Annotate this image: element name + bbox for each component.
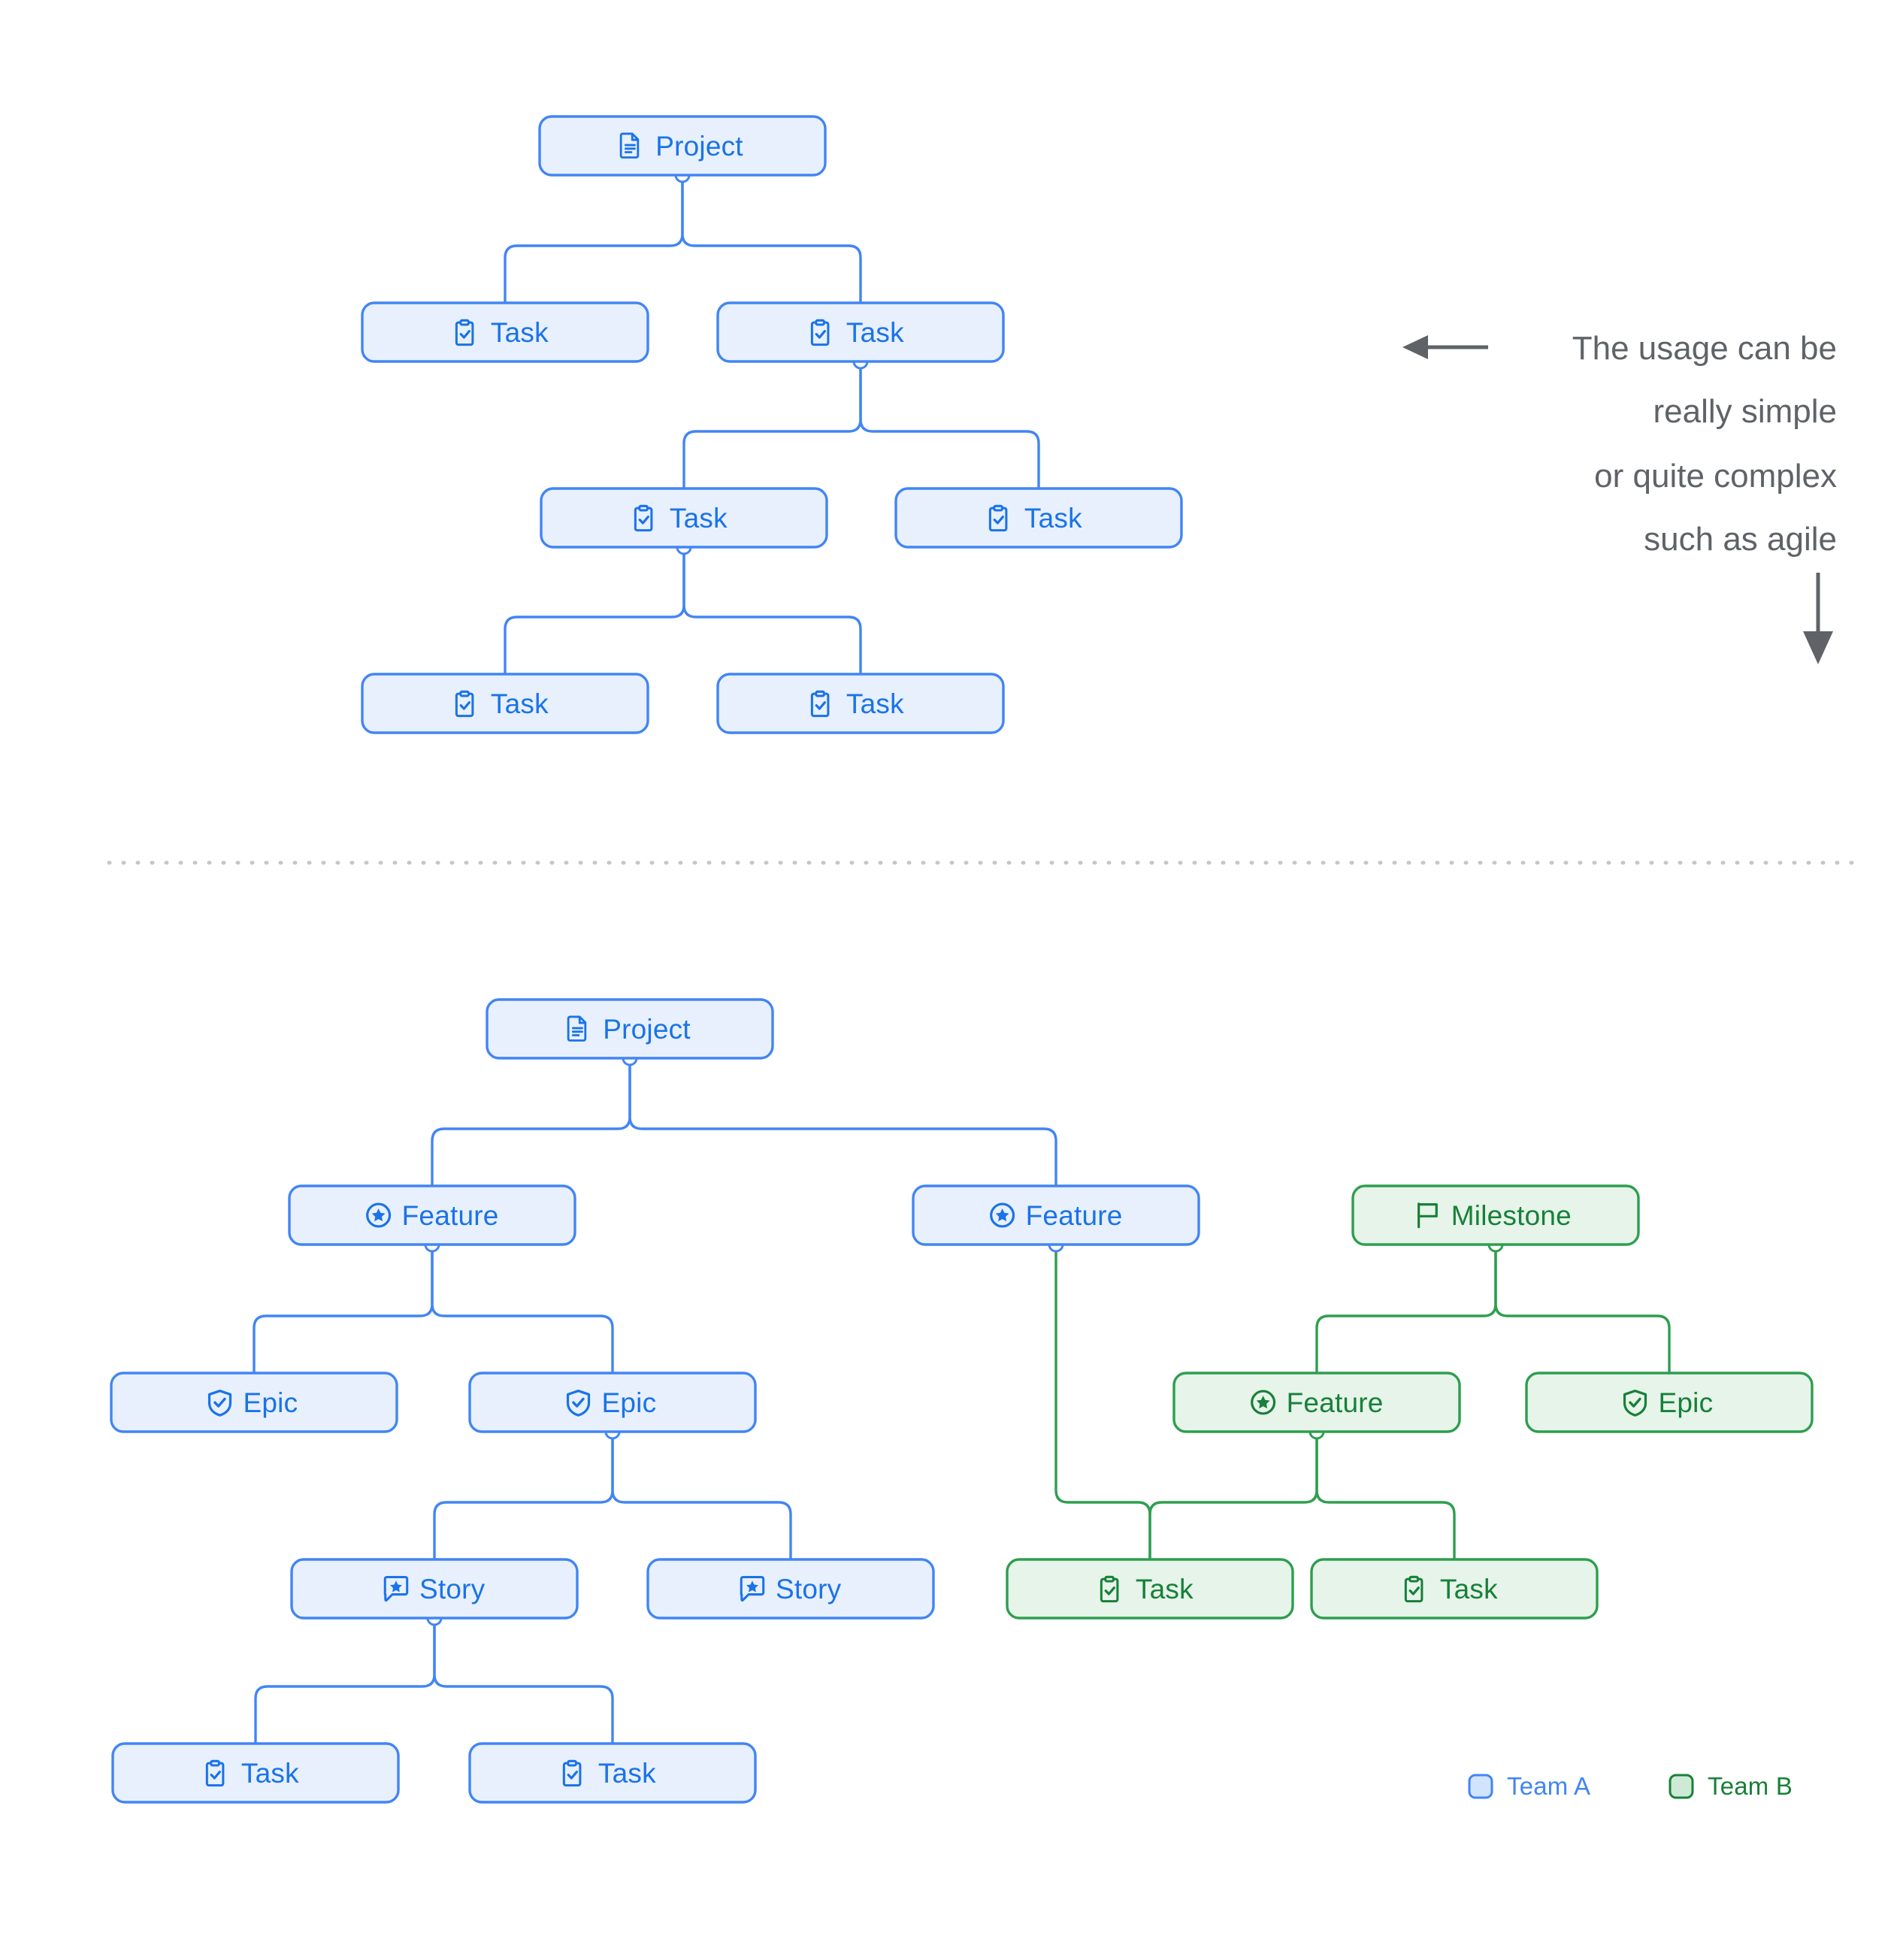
connector-edge — [628, 1058, 1057, 1186]
node-body[interactable] — [110, 1372, 398, 1433]
node-label: Task — [670, 503, 728, 534]
connector-edge — [1494, 1245, 1671, 1373]
node-project[interactable]: Project — [538, 115, 827, 177]
legend-label-team-a: Team A — [1507, 1772, 1590, 1800]
node-label: Task — [491, 688, 549, 719]
node-body[interactable] — [1172, 1372, 1461, 1433]
node-label: Task — [1440, 1574, 1498, 1605]
node-body[interactable] — [646, 1558, 935, 1620]
node-label: Epic — [602, 1387, 657, 1418]
node-task[interactable]: Task — [361, 673, 649, 734]
connector-edge — [253, 1245, 434, 1373]
node-task[interactable]: Task — [1310, 1558, 1599, 1620]
node-feature[interactable]: Feature — [912, 1184, 1200, 1246]
connector-edge — [1315, 1245, 1497, 1373]
node-body[interactable] — [716, 673, 1005, 734]
connector-edge — [254, 1618, 436, 1744]
node-body[interactable] — [468, 1372, 757, 1433]
node-story[interactable]: Story — [290, 1558, 579, 1620]
node-task[interactable]: Task — [716, 301, 1005, 363]
legend-item-team-a[interactable]: Team A — [1468, 1772, 1590, 1800]
node-label: Epic — [244, 1387, 298, 1418]
annotation-line-4: such as agile — [1644, 521, 1837, 558]
connector-edge — [859, 361, 1040, 488]
node-label: Project — [603, 1014, 691, 1045]
node-label: Task — [241, 1758, 299, 1789]
legend-label-team-b: Team B — [1708, 1772, 1793, 1800]
node-body[interactable] — [290, 1558, 579, 1620]
node-body[interactable] — [540, 487, 828, 549]
connector-edge — [504, 175, 684, 303]
node-label: Task — [598, 1758, 656, 1789]
connector-edge — [1148, 1432, 1318, 1559]
node-epic[interactable]: Epic — [110, 1372, 398, 1433]
node-label: Project — [655, 131, 743, 162]
node-label: Feature — [1026, 1200, 1123, 1231]
node-label: Feature — [402, 1200, 499, 1231]
connector-edge — [431, 1058, 631, 1186]
legend-item-team-b[interactable]: Team B — [1669, 1772, 1793, 1800]
connector-layer-top — [504, 167, 1040, 674]
connector-edge — [681, 175, 862, 303]
arrow-left-icon — [1402, 335, 1488, 359]
arrow-down-icon — [1803, 573, 1833, 664]
node-body[interactable] — [894, 487, 1183, 549]
connector-edge — [1054, 1245, 1151, 1559]
node-task[interactable]: Task — [468, 1742, 757, 1804]
node-label: Feature — [1287, 1387, 1384, 1418]
node-task[interactable]: Task — [716, 673, 1005, 734]
node-task[interactable]: Task — [361, 301, 649, 363]
legend-swatch-0 — [1468, 1774, 1493, 1799]
node-label: Task — [846, 317, 904, 348]
connector-edge — [431, 1245, 614, 1373]
node-task[interactable]: Task — [894, 487, 1183, 549]
annotation-line-1: The usage can be — [1572, 330, 1837, 367]
connector-edge — [504, 547, 685, 674]
legend: Team A Team B — [1468, 1772, 1793, 1800]
node-feature[interactable]: Feature — [1172, 1372, 1461, 1433]
annotation-line-3: or quite complex — [1594, 458, 1837, 495]
connector-edge — [1315, 1432, 1456, 1559]
node-epic[interactable]: Epic — [1525, 1372, 1814, 1433]
node-body[interactable] — [538, 115, 827, 177]
node-body[interactable] — [288, 1184, 576, 1246]
annotation-callout: The usage can be really simple or quite … — [1402, 330, 1837, 664]
node-feature[interactable]: Feature — [288, 1184, 576, 1246]
connector-edge — [682, 547, 862, 674]
node-milestone[interactable]: Milestone — [1351, 1184, 1640, 1246]
node-label: Task — [846, 688, 904, 719]
node-task[interactable]: Task — [540, 487, 828, 549]
node-body[interactable] — [1310, 1558, 1599, 1620]
node-body[interactable] — [486, 998, 774, 1060]
connector-edge — [433, 1432, 614, 1559]
node-body[interactable] — [912, 1184, 1200, 1246]
node-story[interactable]: Story — [646, 1558, 935, 1620]
node-body[interactable] — [1006, 1558, 1294, 1620]
node-label: Milestone — [1451, 1200, 1572, 1231]
node-label: Story — [776, 1574, 842, 1605]
node-body[interactable] — [361, 301, 649, 363]
node-label: Task — [1024, 503, 1082, 534]
node-label: Story — [419, 1574, 486, 1605]
connector-edge — [682, 361, 862, 488]
node-task[interactable]: Task — [1006, 1558, 1294, 1620]
connector-edge — [433, 1618, 614, 1744]
node-body[interactable] — [1525, 1372, 1814, 1433]
node-body[interactable] — [111, 1742, 400, 1804]
node-project[interactable]: Project — [486, 998, 774, 1060]
legend-swatch-1 — [1669, 1774, 1694, 1799]
annotation-line-2: really simple — [1653, 393, 1837, 430]
node-label: Task — [1136, 1574, 1194, 1605]
node-epic[interactable]: Epic — [468, 1372, 757, 1433]
node-task[interactable]: Task — [111, 1742, 400, 1804]
connector-edge — [611, 1432, 792, 1559]
node-body[interactable] — [468, 1742, 757, 1804]
node-body[interactable] — [361, 673, 649, 734]
node-label: Task — [491, 317, 549, 348]
node-body[interactable] — [716, 301, 1005, 363]
node-body[interactable] — [1351, 1184, 1640, 1246]
node-label: Epic — [1659, 1387, 1714, 1418]
